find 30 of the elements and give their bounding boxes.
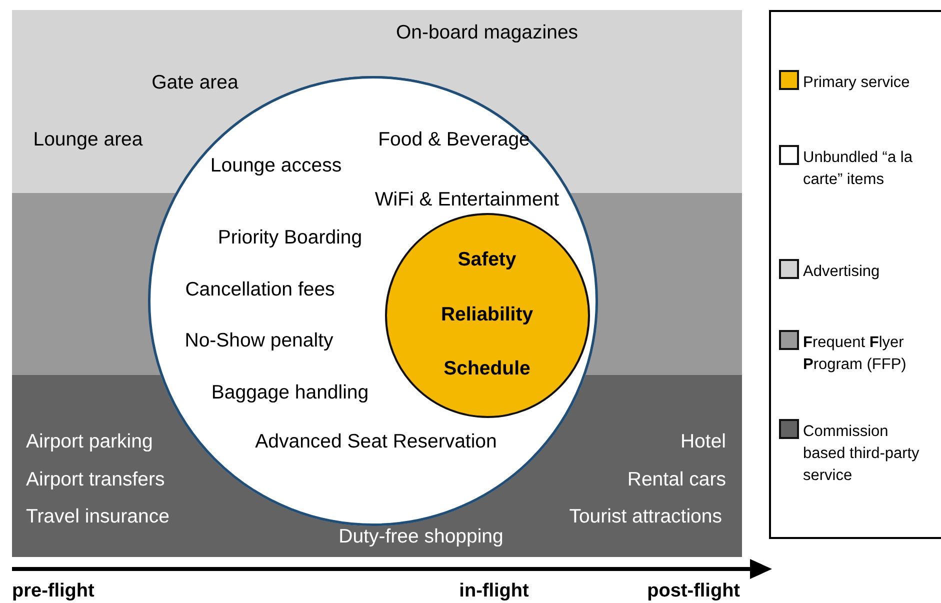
partner-label: Hotel bbox=[680, 432, 726, 452]
timeline-label: in-flight bbox=[459, 582, 529, 600]
legend-label: Primary service bbox=[803, 73, 911, 93]
timeline-label: post-flight bbox=[647, 582, 740, 600]
ad-label: Gate area bbox=[152, 73, 238, 93]
partner-label: Airport transfers bbox=[26, 470, 165, 490]
timeline-label: pre-flight bbox=[12, 582, 94, 600]
service-label: No-Show penalty bbox=[184, 331, 334, 351]
service-label: Cancellation fees bbox=[185, 280, 335, 300]
service-label: Lounge access bbox=[210, 156, 342, 176]
core-service-label: Schedule bbox=[444, 359, 530, 379]
legend-label: Frequent Flyer Program (FFP) bbox=[803, 333, 908, 375]
partner-label: Travel insurance bbox=[26, 507, 170, 527]
ad-label: On-board magazines bbox=[396, 23, 578, 43]
legend-label: Commission based third-party service bbox=[803, 422, 920, 486]
partner-label: Tourist attractions bbox=[569, 507, 722, 527]
partner-label: Rental cars bbox=[627, 470, 726, 490]
partner-label: Airport parking bbox=[26, 432, 153, 452]
legend-label: Unbundled “a la carte” items bbox=[803, 148, 914, 190]
service-label: Baggage handling bbox=[211, 383, 369, 403]
service-label: Food & Beverage bbox=[378, 130, 530, 150]
core-service-label: Safety bbox=[458, 250, 516, 270]
primary-service-circle bbox=[385, 213, 590, 418]
ad-label: Lounge area bbox=[33, 130, 143, 150]
service-label: Priority Boarding bbox=[218, 228, 362, 248]
partner-label: Duty-free shopping bbox=[338, 527, 504, 547]
legend-label: Advertising bbox=[803, 262, 881, 282]
service-label: Advanced Seat Reservation bbox=[255, 432, 497, 452]
core-service-label: Reliability bbox=[440, 305, 534, 325]
service-label: WiFi & Entertainment bbox=[374, 190, 560, 210]
